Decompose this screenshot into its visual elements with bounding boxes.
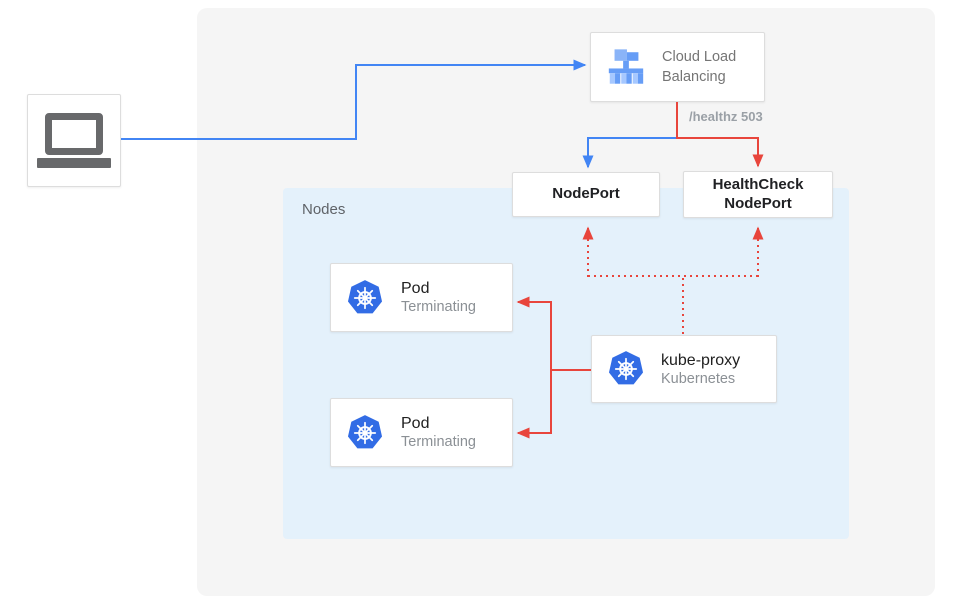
nodes-label: Nodes [302,201,346,218]
kube-proxy-subtitle: Kubernetes [661,370,736,387]
healthz-label: /healthz 503 [689,109,763,124]
kubernetes-icon [608,351,644,385]
laptop-icon [37,113,111,168]
client-node [27,94,121,187]
kube-proxy-title: kube-proxy [661,351,741,369]
kubernetes-icon [347,279,383,313]
cloud-load-balancing-icon [608,48,644,84]
healthcheck-nodeport-node: HealthCheck NodePort [683,171,833,218]
kube-proxy-node: kube-proxy Kubernetes [591,335,777,403]
pod-node-2: Pod Terminating [330,398,513,467]
nodeport-node: NodePort [512,172,660,217]
pod-title: Pod [401,280,430,297]
pod-title: Pod [401,415,430,432]
pod-status: Terminating [401,434,476,450]
healthcheck-nodeport-label: HealthCheck NodePort [712,175,804,212]
nodeport-label: NodePort [552,185,620,203]
kubernetes-icon [347,414,383,448]
pod-status: Terminating [401,299,476,315]
cloud-load-balancing-node: Cloud Load Balancing [590,32,765,102]
pod-node-1: Pod Terminating [330,263,513,332]
cloud-load-balancing-label: Cloud Load Balancing [662,49,737,85]
